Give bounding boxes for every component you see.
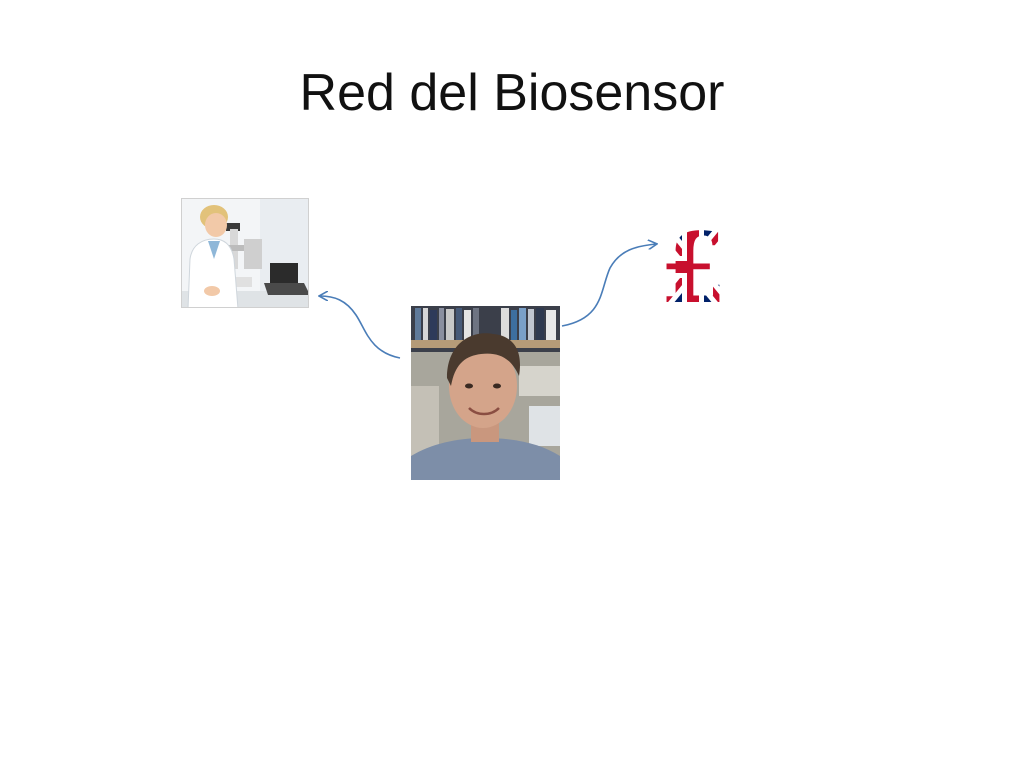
slide-title: Red del Biosensor (299, 64, 725, 122)
lab-scientist-image (181, 198, 309, 308)
arrow-to-funding (561, 244, 656, 327)
person-portrait-image (411, 306, 560, 480)
pound-sign-union-jack-image: £ (656, 222, 730, 312)
arrow-to-researcher (320, 296, 401, 359)
